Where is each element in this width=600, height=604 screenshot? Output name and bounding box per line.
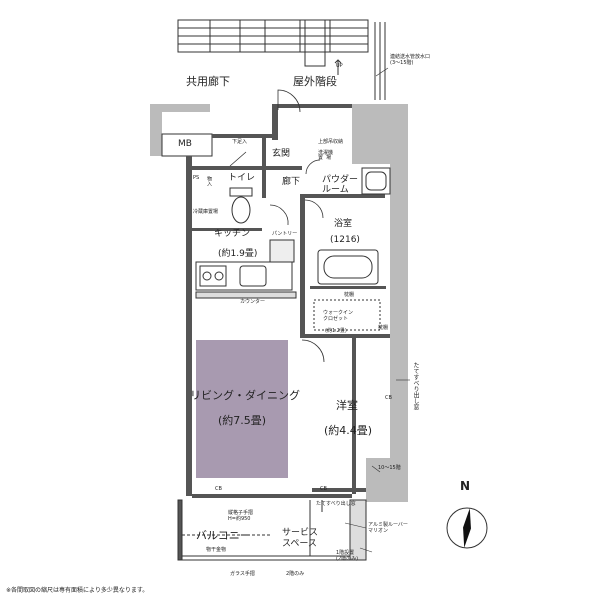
vertical-lattice-note: 縦格子手摺 H=約950 bbox=[228, 510, 254, 522]
living-label: リビング・ダイニング bbox=[190, 389, 300, 402]
pantry-label: パントリー bbox=[272, 231, 298, 237]
up-label: UP bbox=[336, 63, 343, 69]
balcony-label: バルコニー bbox=[196, 529, 251, 542]
north-label: N bbox=[460, 479, 471, 493]
toilet-fixture bbox=[229, 187, 253, 224]
counter-label: カウンター bbox=[240, 299, 266, 305]
glass-railing-note: ガラス手摺 bbox=[230, 571, 255, 577]
floors-10-15-note: 10～15階 bbox=[378, 465, 401, 471]
storage-label: 物入 bbox=[206, 176, 212, 186]
escape-window-vertical-note: たてすべり出し窓 bbox=[412, 362, 419, 410]
walkin-closet-label: ウォークイン クロゼット bbox=[323, 310, 354, 322]
living-floor-area bbox=[196, 340, 288, 478]
closet-shelves bbox=[313, 299, 381, 331]
cb-bottom-right-label: CB bbox=[320, 486, 327, 492]
bathtub bbox=[317, 249, 379, 285]
ps-label: PS bbox=[193, 175, 200, 181]
cb-right-label: CB bbox=[385, 395, 392, 401]
outdoor-stairs-structure bbox=[177, 19, 386, 100]
outer-walls bbox=[150, 104, 408, 502]
powder-sink bbox=[361, 167, 391, 195]
bath-size-label: (1216) bbox=[330, 235, 360, 245]
louver-note: アルミ製ルーバー マリオン bbox=[368, 522, 408, 534]
western-size-label: (約4.4畳) bbox=[324, 424, 373, 437]
escape-window-bottom-note: たてすべり出し窓 bbox=[316, 501, 356, 507]
compass: N bbox=[442, 480, 492, 560]
common-corridor-label: 共用廊下 bbox=[186, 75, 230, 88]
scale-footnote: ※各間取図の縮尺は専有面積により多少異なります。 bbox=[6, 587, 149, 594]
standpipe-note: 連結送水管放水口 (3～15階) bbox=[390, 54, 431, 66]
floor2-only-note: 2階のみ bbox=[286, 571, 305, 577]
laundry-label: 洗濯機 置 場 bbox=[318, 150, 334, 161]
compass-icon bbox=[446, 507, 488, 549]
drying-hardware-note: 物干金物 bbox=[206, 547, 227, 553]
walkin-size-label: (約1.2畳) bbox=[325, 328, 347, 334]
shelf-side-label: 枕棚 bbox=[378, 325, 389, 331]
doors bbox=[229, 89, 325, 363]
floor1-install-note: 1階設置 (2階のみ) bbox=[336, 550, 359, 562]
outdoor-stairs-label: 屋外階段 bbox=[293, 75, 337, 88]
cb-bottom-left-label: CB bbox=[215, 486, 222, 492]
shelf-top-label: 枕棚 bbox=[344, 292, 355, 298]
western-room-label: 洋室 bbox=[336, 399, 358, 412]
up-arrow bbox=[334, 59, 342, 72]
toilet-label: トイレ bbox=[228, 173, 256, 183]
living-size-label: (約7.5畳) bbox=[218, 414, 267, 427]
mb-label: MB bbox=[178, 139, 192, 149]
balcony-structure bbox=[177, 499, 367, 561]
service-space-label: サービス スペース bbox=[282, 528, 319, 549]
fridge-label: 冷蔵庫置場 bbox=[193, 209, 219, 215]
kitchen-size-label: (約1.9畳) bbox=[218, 249, 258, 259]
powder-room-label: パウダー ルーム bbox=[322, 175, 359, 195]
entrance-label: 玄関 bbox=[272, 149, 291, 159]
leader-lines bbox=[344, 67, 410, 553]
shoe-box-label: 下足入 bbox=[232, 139, 248, 145]
upper-storage-label: 上部吊収納 bbox=[318, 139, 344, 145]
hallway-label: 廊下 bbox=[282, 177, 301, 187]
kitchen-label: キッチン bbox=[214, 229, 251, 239]
bath-label: 浴室 bbox=[334, 219, 353, 229]
kitchen-fixtures bbox=[195, 239, 297, 299]
